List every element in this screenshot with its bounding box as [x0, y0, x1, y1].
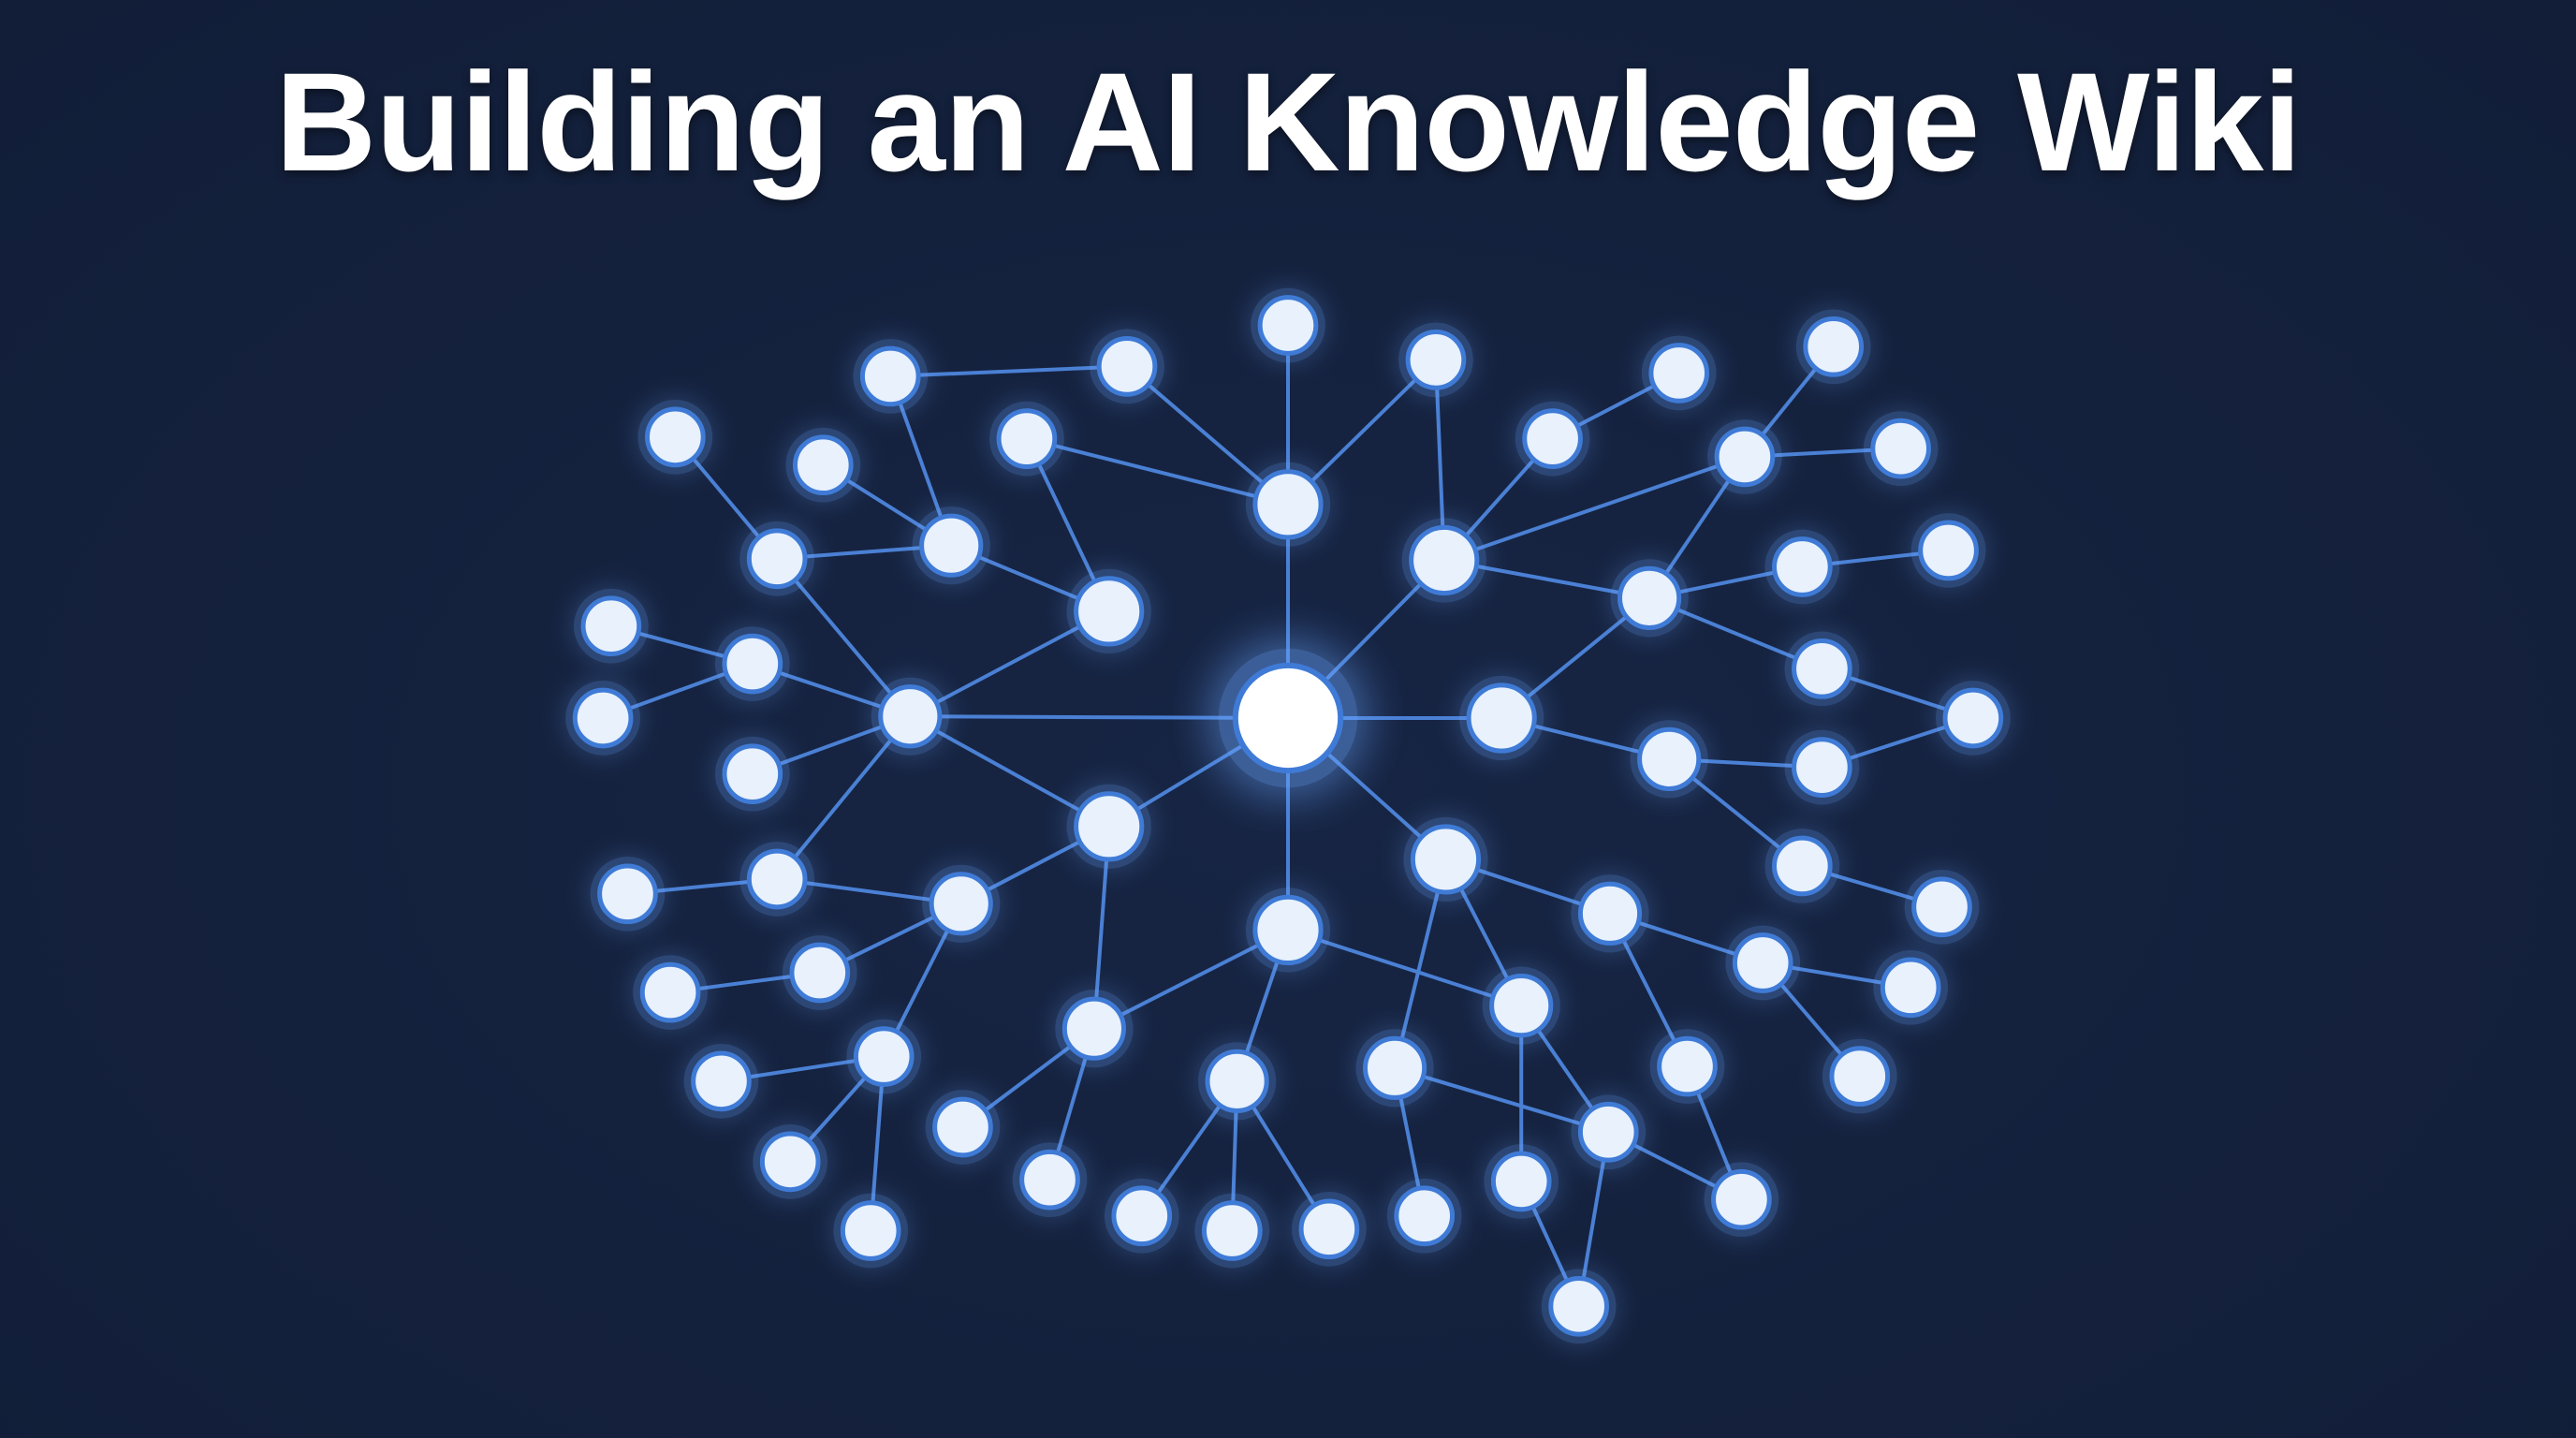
graph-node	[1870, 418, 1931, 479]
graph-node	[1942, 687, 2004, 749]
graph-node	[1111, 1185, 1173, 1247]
graph-node	[1298, 1198, 1360, 1260]
graph-node	[1617, 565, 1682, 630]
graph-node	[722, 633, 783, 695]
edge	[1026, 436, 1289, 506]
graph-node	[1829, 1046, 1891, 1107]
graph-node	[1074, 576, 1145, 647]
graph-node	[746, 528, 808, 590]
graph-node	[691, 1050, 752, 1112]
graph-node	[929, 872, 993, 936]
graph-node	[1362, 1035, 1427, 1100]
graph-node	[1394, 1185, 1456, 1247]
graph-node	[789, 942, 851, 1004]
graph-node	[792, 434, 854, 496]
graph-node	[1657, 1035, 1718, 1097]
graph-node	[1096, 336, 1158, 397]
graph-node	[1772, 536, 1833, 597]
graph-node	[1880, 957, 1941, 1019]
graph-node	[1911, 876, 1972, 938]
graph-node	[1772, 835, 1833, 897]
graph-node	[853, 1026, 915, 1087]
central-hub-node	[1232, 662, 1344, 774]
graph-node	[1205, 1049, 1269, 1113]
graph-node	[859, 345, 921, 407]
graph-node	[1019, 1149, 1080, 1211]
graph-node	[746, 848, 808, 910]
graph-node	[580, 595, 642, 657]
edge	[890, 364, 1128, 378]
graph-node	[1803, 315, 1865, 377]
graph-node	[1490, 1151, 1552, 1212]
graph-node	[759, 1131, 821, 1193]
graph-node	[1577, 1101, 1639, 1163]
graph-node	[1489, 974, 1554, 1038]
graph-node	[1711, 1168, 1772, 1230]
graph-node	[932, 1096, 993, 1158]
graph-node	[1074, 791, 1145, 862]
graph-node	[1201, 1200, 1263, 1261]
graph-node	[996, 408, 1058, 469]
graph-node	[639, 961, 701, 1023]
graph-node	[1466, 682, 1537, 754]
graph-node	[1252, 469, 1324, 540]
graph-node	[1648, 343, 1710, 404]
graph-node	[840, 1200, 901, 1261]
page-title: Building an AI Knowledge Wiki	[274, 43, 2302, 200]
graph-node	[1252, 894, 1324, 965]
graph-node	[1409, 524, 1480, 596]
graph-node	[722, 743, 783, 804]
graph-node	[1522, 408, 1583, 469]
graph-node	[919, 513, 984, 578]
graph-node	[1061, 996, 1126, 1061]
graph-node	[1918, 520, 1979, 581]
graph-node	[1637, 726, 1702, 791]
graph-node	[1405, 330, 1467, 390]
graph-node	[572, 687, 634, 749]
graph-node	[1714, 426, 1776, 488]
graph-node	[1257, 295, 1319, 356]
graph-node	[1792, 737, 1852, 798]
graph-node	[645, 406, 706, 468]
node-layer	[572, 295, 2004, 1337]
graph-node	[1732, 932, 1793, 993]
graph-node	[1577, 881, 1643, 946]
graph-node	[878, 684, 943, 749]
graph-node	[1792, 638, 1852, 699]
graph-node	[597, 863, 658, 925]
graph-node	[1410, 824, 1482, 895]
edge	[1443, 455, 1746, 563]
graph-node	[1548, 1275, 1609, 1337]
